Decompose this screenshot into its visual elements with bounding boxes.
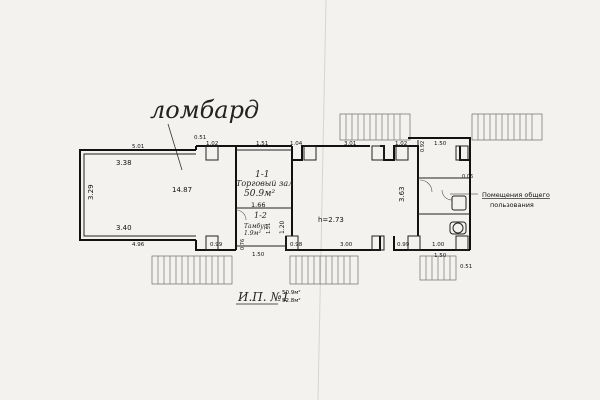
dim-3-29: 3.29 [87, 184, 95, 200]
dim-3-01: 3.01 [344, 141, 356, 147]
dim-1-50-bottom-a: 1.50 [252, 252, 265, 258]
stair-bottom-left [151, 255, 233, 285]
room-1-1-area: 50.9м² [244, 189, 276, 199]
room-1-2-number: 1-2 [254, 211, 267, 220]
dim-3-40: 3.40 [116, 224, 132, 232]
dim-1-51-top: 1.51 [256, 141, 268, 147]
premises-area-b: 52.8м² [282, 297, 301, 304]
premises-label: И.П. №1 [237, 290, 289, 304]
common-area-label-line2: пользования [490, 201, 534, 209]
dim-1-20: 1.20 [279, 220, 286, 234]
dim-1-02-b: 1.02 [395, 141, 407, 147]
dim-3-63: 3.63 [398, 186, 406, 202]
title-pointer-line [167, 123, 183, 171]
paper-fold-line [317, 0, 327, 400]
common-area-label-line1: Помещения общего [482, 191, 550, 199]
dim-1-50-bottom-b: 1.50 [434, 253, 447, 259]
dim-0-51-bottom: 0.51 [460, 264, 472, 270]
stair-bottom-right [419, 255, 457, 281]
dim-14-87: 14.87 [172, 186, 192, 194]
stair-top-right-right [471, 113, 543, 141]
stair-top-right-left [339, 113, 411, 141]
dim-3-00: 3.00 [340, 242, 353, 248]
door-symbols [235, 179, 453, 221]
outer-walls [79, 137, 471, 251]
room-1-2-area: 1.9м² [244, 230, 262, 237]
room-1-1-name: Торговый зал [236, 179, 293, 188]
dim-0-92: 0.92 [420, 141, 426, 152]
dim-1-50-top: 1.50 [434, 141, 447, 147]
stair-bottom-middle [289, 255, 359, 285]
sanitary-fixtures [449, 195, 467, 235]
room-1-2-name: Тамбур [244, 223, 268, 230]
dimension-labels: 5.01 0.51 1.02 1.51 1.04 3.01 1.02 0.92 … [87, 135, 473, 270]
dim-0-51-top: 0.51 [194, 135, 206, 141]
dim-0-99-b: 0.99 [397, 242, 410, 248]
dim-4-96: 4.96 [132, 242, 145, 248]
handwritten-title: ломбард [150, 96, 259, 124]
window-openings [205, 145, 469, 251]
dim-1-00: 1.00 [432, 242, 445, 248]
dim-1-66: 1.66 [251, 201, 265, 209]
premises-area-a: 50.9м² [282, 289, 301, 296]
dim-ceiling-height: h=2.73 [318, 216, 344, 224]
dim-3-38: 3.38 [116, 159, 132, 167]
dim-1-51-small: 1.51 [266, 223, 272, 234]
dim-5-01: 5.01 [132, 144, 144, 150]
dim-0-76: 0.76 [240, 239, 246, 250]
dim-1-04: 1.04 [290, 141, 303, 147]
dim-1-02-a: 1.02 [206, 141, 218, 147]
dim-0-99-a: 0.99 [210, 242, 223, 248]
dim-0-06: 0.06 [462, 174, 473, 180]
dim-0-98: 0.98 [290, 242, 303, 248]
room-1-1-number: 1-1 [255, 170, 270, 180]
